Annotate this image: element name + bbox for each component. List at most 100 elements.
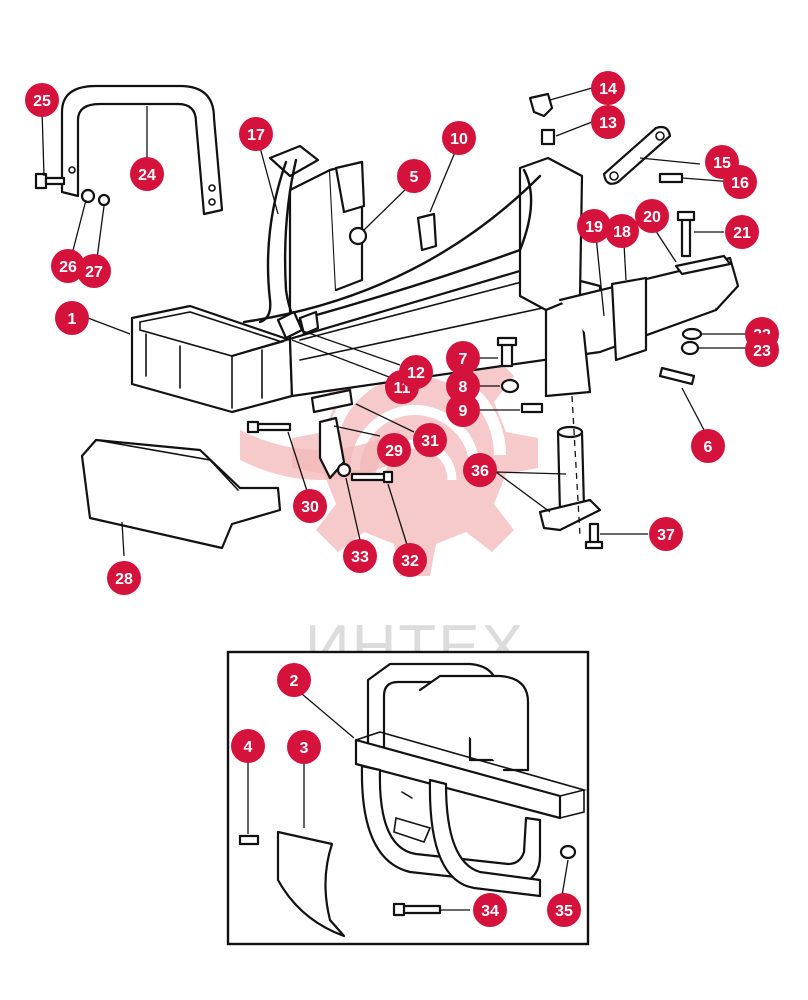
svg-text:31: 31 — [421, 433, 439, 450]
svg-text:21: 21 — [733, 225, 751, 242]
callout-32: 32 — [393, 543, 427, 577]
callout-19: 19 — [577, 209, 611, 243]
svg-text:18: 18 — [613, 224, 631, 241]
washers-26-27 — [80, 188, 111, 207]
svg-text:28: 28 — [115, 571, 133, 588]
callout-35: 35 — [547, 893, 581, 927]
bolt-32 — [350, 470, 394, 484]
callout-20: 20 — [635, 199, 669, 233]
svg-text:24: 24 — [138, 167, 156, 184]
bolt-7 — [496, 336, 518, 368]
callout-13: 13 — [591, 105, 625, 139]
front-shield — [80, 438, 282, 550]
link-plate-15 — [602, 125, 672, 185]
svg-text:20: 20 — [643, 209, 661, 226]
svg-text:17: 17 — [247, 127, 265, 144]
callout-23: 23 — [745, 333, 779, 367]
svg-text:27: 27 — [85, 264, 103, 281]
callout-4: 4 — [231, 729, 265, 763]
spring-13 — [540, 128, 556, 146]
clamp-31 — [310, 388, 354, 414]
svg-text:8: 8 — [459, 379, 468, 396]
callout-1: 1 — [55, 301, 89, 335]
svg-text:13: 13 — [599, 115, 617, 132]
svg-text:12: 12 — [407, 365, 425, 382]
callout-12: 12 — [399, 355, 433, 389]
bracket-10 — [416, 212, 438, 252]
svg-text:4: 4 — [244, 739, 253, 756]
guard-bar — [60, 84, 224, 216]
callout-14: 14 — [591, 71, 625, 105]
callout-37: 37 — [649, 517, 683, 551]
svg-text:30: 30 — [301, 499, 319, 516]
svg-text:36: 36 — [471, 463, 489, 480]
nut-22 — [681, 327, 703, 341]
bolt-4 — [238, 834, 260, 846]
callout-9: 9 — [446, 393, 480, 427]
pin-6 — [658, 366, 696, 386]
nut-35 — [559, 844, 577, 860]
bolt-37 — [584, 522, 604, 550]
svg-text:37: 37 — [657, 527, 675, 544]
svg-text:29: 29 — [385, 443, 403, 460]
inset-detail — [226, 650, 590, 946]
svg-text:23: 23 — [753, 343, 771, 360]
svg-text:10: 10 — [450, 131, 468, 148]
callout-10: 10 — [442, 121, 476, 155]
svg-text:32: 32 — [401, 553, 419, 570]
callout-18: 18 — [605, 214, 639, 248]
callout-2: 2 — [277, 663, 311, 697]
leader-lines — [41, 87, 746, 911]
svg-text:35: 35 — [555, 903, 573, 920]
svg-text:15: 15 — [713, 155, 731, 172]
callout-26: 26 — [51, 249, 85, 283]
pivot-post — [538, 425, 602, 532]
main-frame — [130, 144, 740, 414]
svg-text:34: 34 — [481, 903, 499, 920]
svg-text:26: 26 — [59, 259, 77, 276]
callout-29: 29 — [377, 433, 411, 467]
callout-34: 34 — [473, 893, 507, 927]
plug-5 — [348, 226, 368, 246]
svg-text:19: 19 — [585, 219, 603, 236]
callout-8: 8 — [446, 369, 480, 403]
pin-16 — [658, 172, 684, 184]
callout-16: 16 — [723, 165, 757, 199]
svg-text:14: 14 — [599, 81, 617, 98]
callout-6: 6 — [691, 429, 725, 463]
callout-21: 21 — [725, 215, 759, 249]
clips-11-12 — [276, 310, 320, 340]
svg-text:1: 1 — [68, 311, 77, 328]
svg-text:2: 2 — [290, 673, 299, 690]
bolt-9 — [520, 402, 544, 414]
svg-text:7: 7 — [459, 351, 468, 368]
bolt-30 — [246, 420, 292, 434]
plate-20 — [674, 254, 732, 276]
svg-text:33: 33 — [351, 549, 369, 566]
callout-7: 7 — [446, 341, 480, 375]
bolt-34 — [392, 902, 442, 917]
svg-text:5: 5 — [410, 169, 419, 186]
nut-23 — [680, 340, 700, 356]
axis-dashed-line — [571, 395, 581, 537]
callout-28: 28 — [107, 561, 141, 595]
callout-30: 30 — [293, 489, 327, 523]
washer-33 — [336, 462, 352, 478]
callout-36: 36 — [463, 453, 497, 487]
svg-text:16: 16 — [731, 175, 749, 192]
callout-25: 25 — [25, 83, 59, 117]
bolt-21 — [676, 210, 696, 258]
callout-5: 5 — [397, 159, 431, 193]
svg-text:9: 9 — [459, 403, 468, 420]
callout-27: 27 — [77, 254, 111, 288]
svg-text:3: 3 — [300, 740, 309, 757]
callout-24: 24 — [130, 157, 164, 191]
nut-8 — [500, 378, 520, 394]
callout-33: 33 — [343, 539, 377, 573]
callout-17: 17 — [239, 117, 273, 151]
bolt-25 — [34, 172, 66, 190]
callout-31: 31 — [413, 423, 447, 457]
svg-text:6: 6 — [704, 439, 713, 456]
cap-14 — [528, 92, 554, 118]
